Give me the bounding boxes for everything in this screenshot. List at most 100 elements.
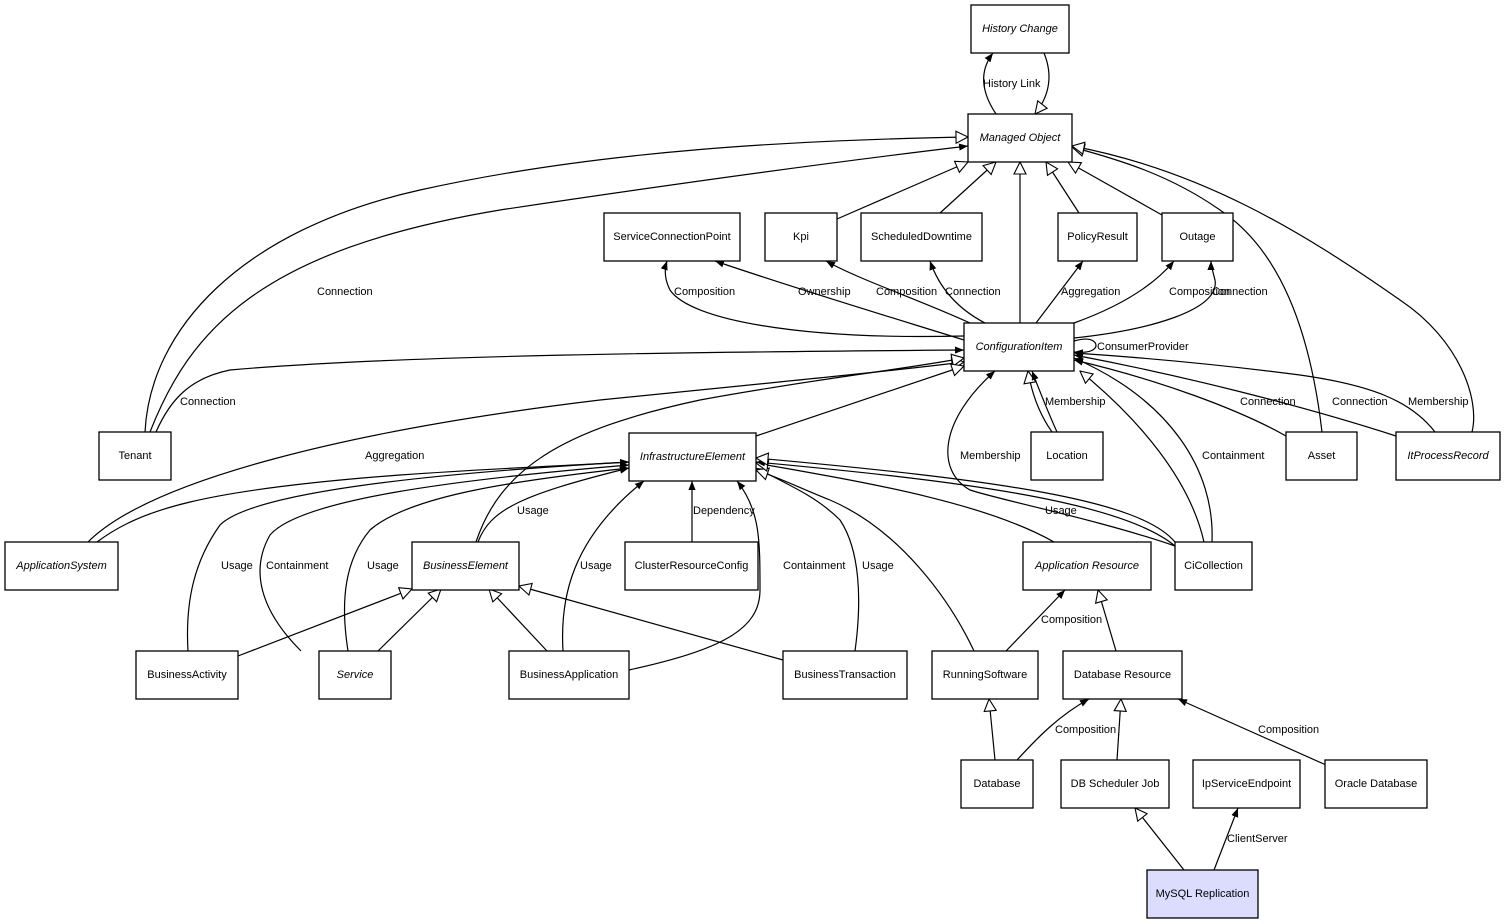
class-box: [764, 212, 838, 262]
class-node-policyresult[interactable]: PolicyResult: [1057, 212, 1138, 262]
class-box: [1022, 541, 1152, 591]
edge-application-resource-to-infrastructure-element-inherits: [756, 463, 1055, 543]
class-name: Application Resource: [1034, 560, 1139, 572]
edge-label-connection: Connection: [1332, 396, 1388, 408]
association-line: [1016, 698, 1090, 761]
class-node-application-resource[interactable]: Application Resource: [1022, 541, 1152, 591]
class-name: InfrastructureElement: [640, 451, 746, 463]
class-box: [1057, 212, 1138, 262]
class-node-infrastructureelement[interactable]: InfrastructureElement: [628, 432, 757, 482]
class-box: [318, 650, 392, 700]
edge-tenant-to-managed-object-inherits: [144, 137, 968, 433]
class-node-businesselement[interactable]: BusinessElement: [411, 541, 520, 591]
class-node-businesstransaction[interactable]: BusinessTransaction: [782, 650, 908, 700]
edge-label-usage: Usage: [367, 560, 399, 572]
edge-label-connection: Connection: [945, 286, 1001, 298]
class-name: Oracle Database: [1335, 778, 1418, 790]
class-node-tenant[interactable]: Tenant: [98, 431, 172, 481]
edge-mysql-replication-to-db-scheduler-job-inherits: [1135, 808, 1185, 871]
class-box: [1395, 431, 1501, 481]
class-node-clusterresourceconfig[interactable]: ClusterResourceConfig: [624, 541, 759, 591]
edge-label-usage: Usage: [517, 505, 549, 517]
class-name: BusinessTransaction: [794, 669, 896, 681]
class-box: [1324, 759, 1428, 809]
association-line: [1177, 698, 1327, 766]
class-node-db-scheduler-job[interactable]: DB Scheduler Job: [1060, 759, 1170, 809]
class-node-outage[interactable]: Outage: [1161, 212, 1234, 262]
class-node-managed-object[interactable]: Managed Object: [967, 113, 1073, 163]
edge-database-to-database-resource-composition: [1016, 698, 1090, 761]
class-box: [967, 113, 1073, 163]
inheritance-line: [1072, 146, 1475, 433]
class-node-businessapplication[interactable]: BusinessApplication: [508, 650, 630, 700]
class-name: History Change: [982, 23, 1058, 35]
edge-location-to-configuration-item-membership: [1031, 370, 1058, 433]
edge-configuration-item-to-service-connection-point-composition: [660, 260, 965, 338]
class-box: [1285, 431, 1358, 481]
class-node-ipserviceendpoint[interactable]: IpServiceEndpoint: [1192, 759, 1301, 809]
association-line: [1035, 260, 1084, 324]
class-node-itprocessrecord[interactable]: ItProcessRecord: [1395, 431, 1501, 481]
edge-business-application-to-infrastructure-element-containment: [628, 480, 761, 671]
class-node-businessactivity[interactable]: BusinessActivity: [135, 650, 239, 700]
class-node-database-resource[interactable]: Database Resource: [1062, 650, 1183, 700]
class-box: [1062, 650, 1183, 700]
association-line: [1073, 260, 1175, 324]
class-node-configurationitem[interactable]: ConfigurationItem: [963, 322, 1075, 372]
edge-service-to-business-element-inherits: [377, 589, 441, 652]
inheritance-line: [755, 366, 964, 437]
edge-label-containment: Containment: [783, 560, 845, 572]
edge-business-application-to-business-element-inherits: [489, 589, 548, 652]
class-node-applicationsystem[interactable]: ApplicationSystem: [4, 541, 119, 591]
association-line: [947, 370, 1176, 547]
class-name: ClusterResourceConfig: [635, 560, 749, 572]
edge-label-containment: Containment: [1202, 450, 1264, 462]
association-line: [155, 346, 965, 433]
class-box: [1060, 759, 1170, 809]
class-node-mysql-replication[interactable]: MySQL Replication: [1146, 869, 1259, 919]
class-node-location[interactable]: Location: [1030, 431, 1104, 481]
edge-label-composition: Composition: [1041, 614, 1102, 626]
class-node-oracle-database[interactable]: Oracle Database: [1324, 759, 1428, 809]
edge-label-dependency: Dependency: [693, 505, 755, 517]
inheritance-line: [756, 463, 1055, 543]
class-node-service[interactable]: Service: [318, 650, 392, 700]
class-node-kpi[interactable]: Kpi: [764, 212, 838, 262]
edge-it-process-record-to-configuration-item-membership: [1073, 349, 1436, 433]
association-line: [1073, 358, 1287, 437]
edge-ci-collection-to-configuration-item-containment: [1073, 357, 1213, 543]
class-node-database[interactable]: Database: [960, 759, 1034, 809]
class-box: [782, 650, 908, 700]
inheritance-line: [1098, 590, 1117, 652]
class-node-history-change[interactable]: History Change: [970, 4, 1070, 54]
class-node-cicollection[interactable]: CiCollection: [1174, 541, 1253, 591]
class-node-asset[interactable]: Asset: [1285, 431, 1358, 481]
edge-configuration-item-to-configuration-item-consumerprovider: [1073, 338, 1097, 357]
association-line: [660, 260, 965, 338]
class-box: [931, 650, 1039, 700]
edge-asset-to-configuration-item-connection: [1073, 358, 1287, 437]
edge-label-usage: Usage: [580, 560, 612, 572]
class-box: [1161, 212, 1234, 262]
edge-running-software-to-infrastructure-element-inherits: [756, 470, 975, 652]
association-line: [1073, 349, 1436, 433]
class-box: [1192, 759, 1301, 809]
class-node-serviceconnectionpoint[interactable]: ServiceConnectionPoint: [603, 212, 741, 262]
class-box: [628, 432, 757, 482]
edge-label-connection: Connection: [317, 286, 373, 298]
edge-configuration-item-to-kpi-composition: [825, 260, 971, 324]
class-name: Database Resource: [1074, 669, 1171, 681]
edge-label-usage: Usage: [221, 560, 253, 572]
class-node-scheduleddowntime[interactable]: ScheduledDowntime: [860, 212, 983, 262]
inheritance-line: [1028, 371, 1053, 433]
edge-business-element-to-configuration-item-inherits: [475, 358, 964, 543]
class-node-runningsoftware[interactable]: RunningSoftware: [931, 650, 1039, 700]
class-name: ApplicationSystem: [15, 560, 107, 572]
edge-label-composition: Composition: [1169, 286, 1230, 298]
edge-label-connection: Connection: [1212, 286, 1268, 298]
edge-scheduled-downtime-to-managed-object-inherits: [939, 162, 996, 214]
class-name: Tenant: [118, 450, 151, 462]
edge-history-change-to-managed-object-inherits: [1035, 52, 1050, 114]
